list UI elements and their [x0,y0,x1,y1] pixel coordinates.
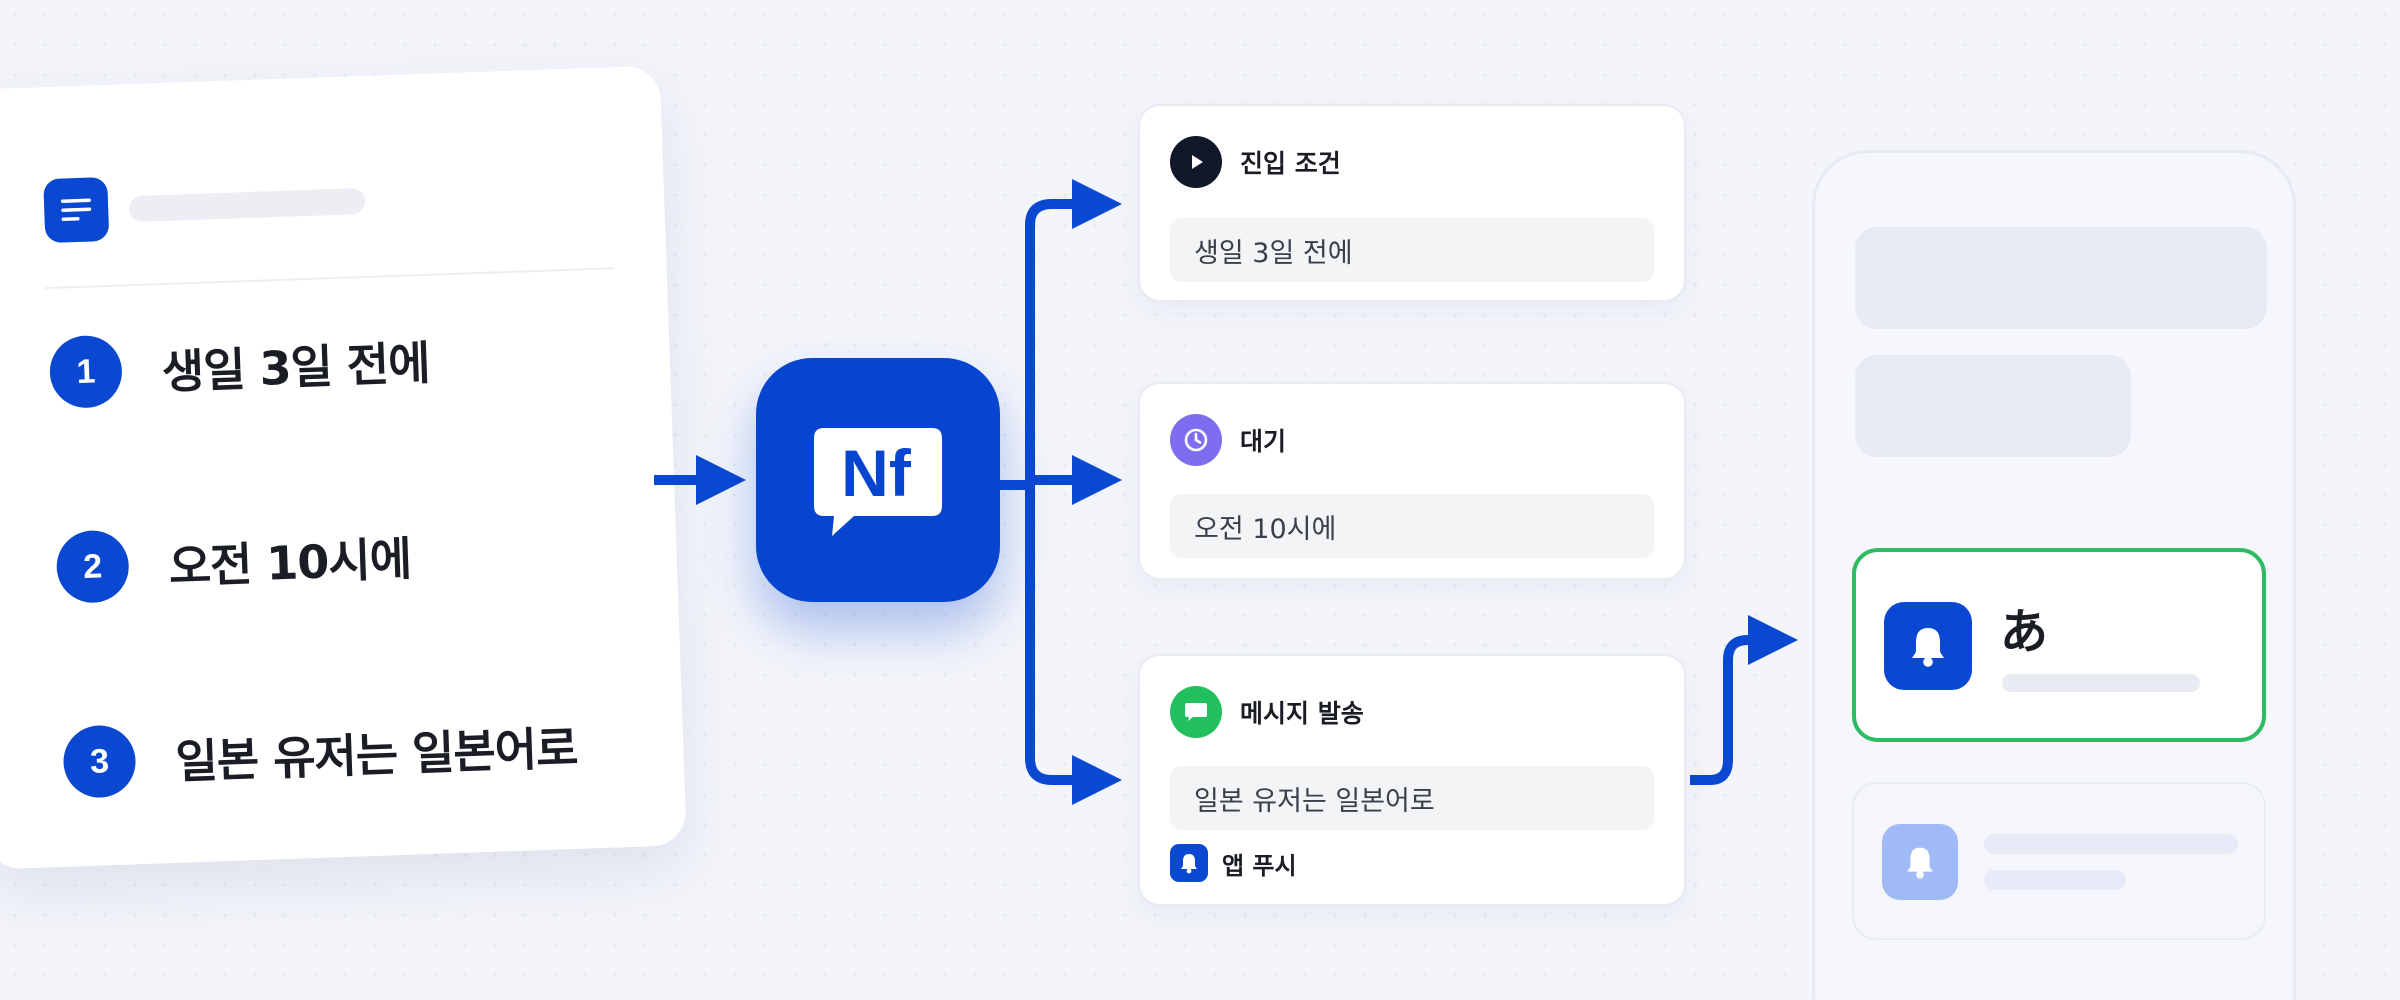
flow-card-entry-condition[interactable]: 진입 조건 생일 3일 전에 [1138,104,1686,302]
notification-body-placeholder [2002,674,2200,692]
channel-label: 앱 푸시 [1222,851,1297,880]
arrow-to-entry [1025,179,1122,485]
flow-card-title: 메시지 발송 [1240,699,1364,728]
campaign-rules-card: 1 생일 3일 전에 2 오전 10시에 3 일본 유저는 일본어로 [0,65,687,870]
bell-icon [1882,824,1958,900]
clock-icon [1170,414,1222,466]
placeholder-line [1984,834,2238,854]
arrow-to-message [1025,485,1122,805]
chat-icon [1170,686,1222,738]
document-icon [43,176,110,244]
flow-card-title: 진입 조건 [1240,149,1341,178]
bell-icon [1170,844,1208,882]
play-icon [1170,136,1222,188]
channel-app-push: 앱 푸시 [1170,844,1297,882]
push-notification[interactable]: あ [1852,548,2266,742]
flow-card-value: 일본 유저는 일본어로 [1170,766,1654,830]
bell-icon [1884,602,1972,690]
chat-bubble-logo-icon: Nf [814,428,942,536]
flow-card-send-message[interactable]: 메시지 발송 일본 유저는 일본어로 앱 푸시 [1138,654,1686,906]
flow-card-value: 오전 10시에 [1170,494,1654,558]
flow-card-wait[interactable]: 대기 오전 10시에 [1138,382,1686,580]
flow-card-title: 대기 [1240,427,1287,456]
faded-notification [1852,782,2266,940]
arrow-to-phone [1690,615,1798,785]
placeholder-block [1855,227,2267,329]
notification-title: あ [2000,604,2049,660]
placeholder-block [1855,355,2131,457]
app-logo: Nf [756,358,1000,602]
flow-card-value: 생일 3일 전에 [1170,218,1654,282]
logo-text: Nf [841,436,912,510]
placeholder-line [1984,870,2126,890]
